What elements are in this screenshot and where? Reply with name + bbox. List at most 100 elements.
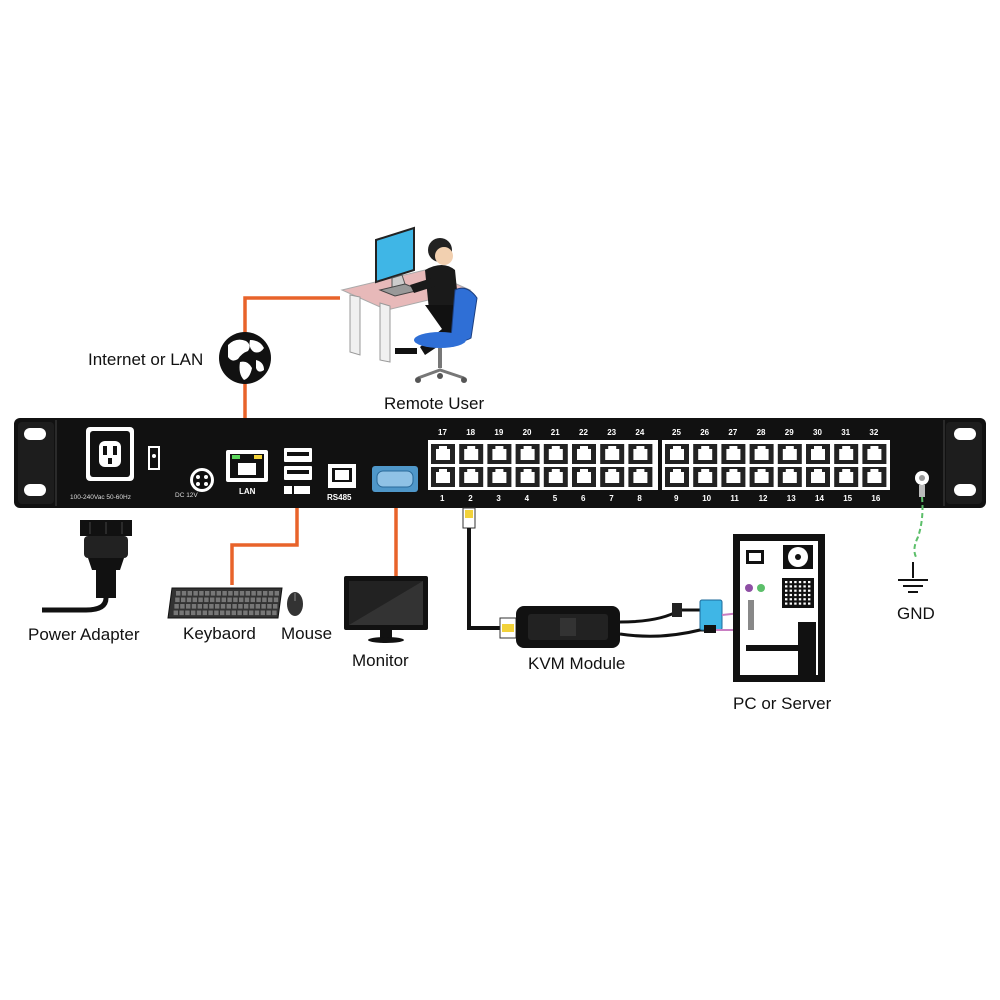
grille-hole <box>789 585 792 588</box>
port-number-label: 19 <box>494 428 503 437</box>
grille-hole <box>794 589 797 592</box>
rj45-port <box>693 444 718 464</box>
port-number-label: 27 <box>728 428 737 437</box>
grille-hole <box>785 585 788 588</box>
keyboard-key <box>203 604 208 609</box>
lan-label: LAN <box>239 487 256 496</box>
keyboard-key <box>202 610 207 616</box>
port-number-label: 7 <box>609 494 614 503</box>
port-number-label: 11 <box>730 494 739 503</box>
keyboard-key <box>245 591 250 596</box>
rj45-port <box>600 467 625 487</box>
grille-hole <box>794 602 797 605</box>
rj45-ports: 1711821932042152262372482592610271128122… <box>431 428 887 503</box>
port-number-label: 12 <box>759 494 768 503</box>
power-switch <box>148 446 160 470</box>
port-number-label: 32 <box>869 428 878 437</box>
rj45-port <box>749 444 774 464</box>
keyboard-key <box>215 597 221 603</box>
ground-screw-icon <box>915 471 929 497</box>
keyboard-key <box>231 610 236 616</box>
keyboard-key <box>180 604 185 609</box>
keyboard-key <box>208 610 213 616</box>
port-number-label: 6 <box>581 494 586 503</box>
keyboard-key <box>185 610 190 616</box>
port-number-label: 17 <box>438 428 447 437</box>
grille-hole <box>794 585 797 588</box>
monitor-icon <box>344 576 428 643</box>
rack-ear-hole <box>954 428 976 440</box>
kvm-module-cable <box>462 507 517 639</box>
rj45-port <box>515 467 540 487</box>
keyboard-key <box>226 604 231 609</box>
grille-hole <box>789 602 792 605</box>
mouse-icon <box>287 592 303 616</box>
port-number-label: 29 <box>785 428 794 437</box>
gnd-label: GND <box>897 604 935 623</box>
keyboard-key <box>266 610 271 616</box>
grille-hole <box>789 581 792 584</box>
keyboard-label: Keybaord <box>183 624 256 643</box>
keyboard-key <box>272 610 277 616</box>
keyboard-key <box>210 591 216 596</box>
keyboard-key <box>262 597 267 603</box>
rj45-port <box>665 467 689 487</box>
grille-hole <box>789 593 792 597</box>
grille-hole <box>798 602 802 605</box>
pc-server-label: PC or Server <box>733 694 832 713</box>
grille-hole <box>789 598 792 601</box>
keyboard-key <box>199 591 204 596</box>
grille-hole <box>803 598 806 601</box>
vga-port-icon <box>372 466 418 492</box>
rack-ear-hole <box>24 484 46 496</box>
keyboard-key <box>181 597 186 603</box>
grille-hole <box>798 598 802 601</box>
rack-ear-hole <box>954 484 976 496</box>
grille-hole <box>798 585 802 588</box>
keyboard-key <box>181 591 187 596</box>
rj45-port <box>543 444 568 464</box>
keyboard-key <box>210 597 215 603</box>
grille-hole <box>808 602 811 605</box>
keyboard-key <box>268 591 274 596</box>
rj45-port <box>628 467 653 487</box>
internet-label: Internet or LAN <box>88 350 203 369</box>
keyboard-key <box>260 610 265 616</box>
keyboard-key <box>239 591 245 596</box>
keyboard-key <box>205 591 210 596</box>
globe-icon <box>219 332 271 384</box>
keyboard-key <box>263 591 268 596</box>
keyboard-key <box>228 591 233 596</box>
port-number-label: 24 <box>635 428 644 437</box>
keyboard-key <box>176 591 181 596</box>
keyboard-key <box>237 610 242 616</box>
remote-user-illustration <box>340 226 478 383</box>
grille-hole <box>803 589 806 592</box>
power-plug-icon <box>42 520 132 613</box>
keyboard-key <box>220 610 225 616</box>
keyboard-key <box>233 597 238 603</box>
rj45-port <box>600 444 625 464</box>
grille-hole <box>808 593 811 597</box>
grille-hole <box>803 585 806 588</box>
grille-hole <box>808 589 811 592</box>
port-number-label: 25 <box>672 428 681 437</box>
grille-hole <box>798 593 802 597</box>
pc-server-icon <box>733 534 825 682</box>
keyboard-key <box>191 610 196 616</box>
port-number-label: 14 <box>815 494 824 503</box>
power-adapter-label: Power Adapter <box>28 625 140 644</box>
port-number-label: 10 <box>702 494 711 503</box>
grille-hole <box>794 598 797 601</box>
keyboard-key <box>197 604 202 609</box>
keyboard-key <box>209 604 214 609</box>
rj45-port <box>834 444 859 464</box>
rj45-port <box>806 467 830 487</box>
grille-hole <box>789 589 792 592</box>
keyboard-key <box>191 604 197 609</box>
kvm-module-icon <box>516 606 620 648</box>
rack-ear-hole <box>24 428 46 440</box>
kvm-module-label: KVM Module <box>528 654 625 673</box>
grille-hole <box>785 589 788 592</box>
